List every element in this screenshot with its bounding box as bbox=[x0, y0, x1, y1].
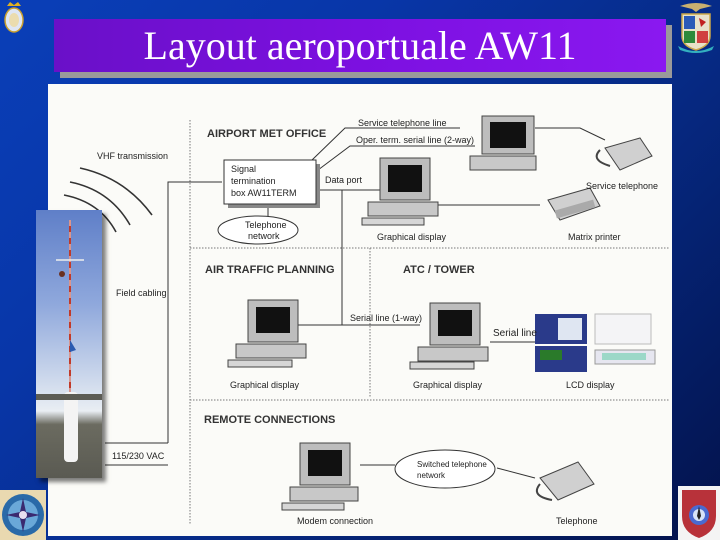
remote-telephone-device bbox=[536, 461, 595, 501]
serial-line-label: Serial line bbox=[493, 328, 537, 339]
matrix-printer-device bbox=[547, 187, 601, 221]
met-operator-terminal bbox=[469, 115, 537, 171]
compass-rose-emblem bbox=[0, 490, 46, 540]
signal-box-label-2: termination bbox=[231, 176, 276, 186]
lcd-display-screens bbox=[535, 313, 656, 372]
signal-termination-box bbox=[223, 159, 317, 205]
power-supply-label: 115/230 VAC bbox=[112, 451, 165, 461]
oper-serial-line bbox=[317, 145, 475, 171]
service-telephone-line-label: Service telephone line bbox=[358, 118, 447, 128]
lcd-display-label: LCD display bbox=[566, 380, 615, 390]
air-force-coat-of-arms bbox=[678, 3, 714, 53]
title-bar bbox=[54, 19, 666, 72]
field-cabling-label: Field cabling bbox=[116, 288, 167, 298]
telephone-network-label-2: network bbox=[248, 231, 280, 241]
telephone-label: Telephone bbox=[556, 516, 598, 526]
modem-computer bbox=[281, 442, 359, 511]
slide-title: Layout aeroportuale AW11 bbox=[143, 23, 577, 68]
section-air-traffic-planning: AIR TRAFFIC PLANNING bbox=[205, 264, 335, 276]
section-airport-met-office: AIRPORT MET OFFICE bbox=[207, 128, 327, 140]
atp-computer bbox=[227, 299, 307, 368]
section-remote-connections: REMOTE CONNECTIONS bbox=[204, 414, 336, 426]
signal-box-label-1: Signal bbox=[231, 164, 257, 174]
crest-emblem bbox=[4, 2, 24, 33]
telephone-network-label-1: Telephone bbox=[245, 220, 287, 230]
switched-network-label-2: network bbox=[417, 471, 446, 480]
met-computer bbox=[361, 157, 439, 226]
field-cabling-line bbox=[167, 181, 222, 443]
service-telephone-device bbox=[595, 137, 653, 171]
modem-connection-label: Modem connection bbox=[297, 516, 374, 526]
matrix-printer-label: Matrix printer bbox=[568, 232, 621, 242]
vhf-wave-3 bbox=[63, 194, 117, 233]
atc-graphical-display-label: Graphical display bbox=[413, 380, 483, 390]
data-port-label: Data port bbox=[325, 175, 363, 185]
serial-line-1way-label: Serial line (1-way) bbox=[350, 313, 423, 323]
met-graphical-display-label: Graphical display bbox=[377, 232, 447, 242]
service-telephone-label: Service telephone bbox=[586, 181, 659, 191]
command-shield-emblem bbox=[678, 486, 720, 540]
atp-graphical-display-label: Graphical display bbox=[230, 380, 300, 390]
network-to-phone-line bbox=[496, 467, 536, 479]
atc-computer bbox=[409, 302, 489, 370]
telephone-network-ellipse bbox=[217, 215, 299, 245]
switched-network-ellipse bbox=[394, 449, 496, 489]
vhf-wave-2 bbox=[69, 181, 131, 226]
vhf-transmission-label: VHF transmission bbox=[97, 151, 169, 161]
vhf-wave-1 bbox=[79, 167, 153, 216]
weather-mast-icon bbox=[36, 220, 102, 462]
service-phone-line bbox=[311, 127, 460, 161]
weather-station-photo bbox=[36, 210, 102, 478]
diagram-panel bbox=[48, 84, 672, 536]
switched-network-label-1: Switched telephone bbox=[417, 460, 487, 469]
section-atc-tower: ATC / TOWER bbox=[403, 264, 475, 276]
oper-serial-line-label: Oper. term. serial line (2-way) bbox=[356, 135, 475, 145]
service-phone-feed bbox=[535, 127, 606, 141]
signal-box-label-3: box AW11TERM bbox=[231, 188, 297, 198]
